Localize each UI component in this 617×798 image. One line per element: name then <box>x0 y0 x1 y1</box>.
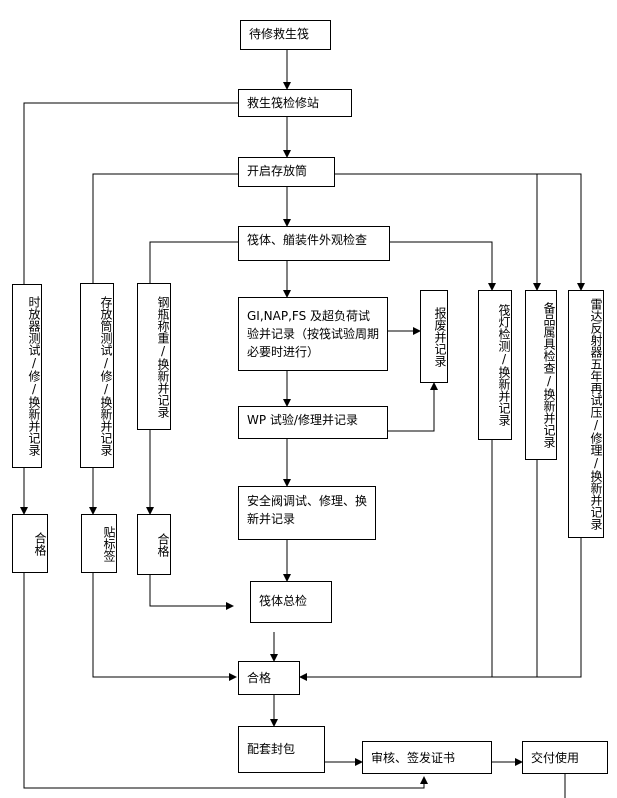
node-spares-check: 备品属具检查/换新并记录 <box>525 290 557 460</box>
line-open-to-container <box>92 173 238 283</box>
node-qualified-1: 合格 <box>12 514 48 573</box>
node-qualified-2: 合格 <box>137 514 171 575</box>
node-pending-raft: 待修救生筏 <box>240 20 331 50</box>
node-radar-test: 雷达反射器五年再试压/修理/换新并记录 <box>568 290 604 538</box>
node-safety-valve: 安全阀调试、修理、换新并记录 <box>238 486 376 540</box>
arrow-release-return <box>23 573 428 789</box>
node-gi-test: GI,NAP,FS 及超负荷试验并记录（按筏试验周期必要时进行） <box>238 297 388 371</box>
node-match-pack: 配套封包 <box>238 726 325 773</box>
node-scrap-record: 报废并记录 <box>420 290 448 383</box>
arrow-visual-to-lamp <box>390 241 496 291</box>
node-lamp-test: 筏灯检测/换新并记录 <box>478 290 512 440</box>
node-qualified-main: 合格 <box>238 661 300 695</box>
line-station-to-release <box>23 102 238 284</box>
arrow-open-to-radar <box>335 173 585 291</box>
node-final-check: 筏体总检 <box>250 581 332 623</box>
arrow-wp-to-scrap <box>388 382 438 432</box>
node-service-station: 救生筏检修站 <box>238 89 352 117</box>
arrow-label-to-qualified <box>92 573 237 681</box>
node-label: 贴标签 <box>81 514 117 573</box>
arrow-radar-to-qualified <box>299 538 582 681</box>
line-visual-to-cylinder <box>149 241 238 283</box>
node-container-test: 存放筒测试/修/换新并记录 <box>80 283 114 468</box>
node-visual-check: 筏体、艏装件外观检查 <box>238 226 390 261</box>
node-review-cert: 审核、签发证书 <box>362 741 492 774</box>
arrow-qualified2-to-final <box>149 575 234 610</box>
node-open-container: 开启存放筒 <box>238 157 335 187</box>
node-cylinder-weigh: 钢瓶称重/换新并记录 <box>137 283 171 430</box>
node-deliver: 交付使用 <box>522 741 608 774</box>
node-wp-test: WP 试验/修理并记录 <box>238 406 388 439</box>
node-release-test: 时放器测试/修/换新并记录 <box>12 284 42 468</box>
